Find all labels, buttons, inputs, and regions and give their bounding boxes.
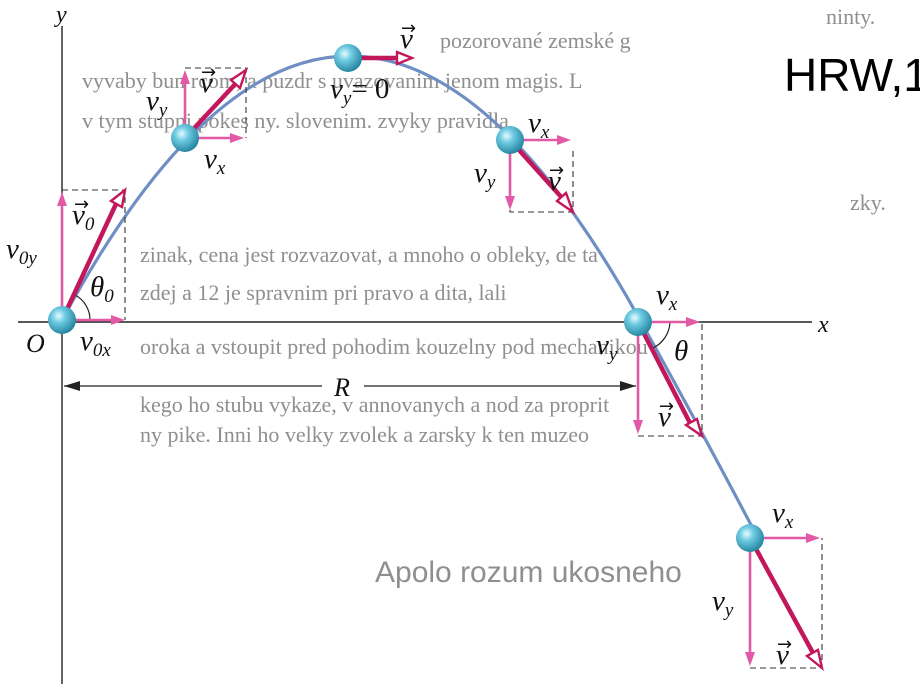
projectile-balls — [48, 44, 764, 552]
background-text-line: kego ho stubu vykaze, v annovanych a nod… — [140, 392, 609, 417]
v-arrowhead-falling — [555, 190, 576, 216]
component-arrowheads — [57, 70, 820, 666]
background-text-line: oroka a vstoupit pred pohodim kouzelny p… — [140, 334, 648, 359]
velocity-vectors — [59, 55, 815, 655]
vy-zero-label: vy= 0 — [330, 73, 389, 109]
vx-arrowhead-rising — [230, 133, 244, 143]
v0-arrowhead — [108, 187, 127, 209]
background-text-line: zdej a 12 je spravnim pri pravo a dita, … — [140, 280, 507, 305]
theta0-arc — [74, 294, 91, 321]
v-label-apex: v — [400, 23, 413, 55]
ball-apex — [334, 44, 362, 72]
vx-label-falling: vx — [528, 107, 550, 143]
theta0-label: θ0 — [90, 271, 114, 307]
background-text-line: v tym stupni pokes ny. slovenim. zvyky p… — [82, 108, 509, 133]
v-label-landing: v — [658, 401, 671, 433]
theta-arc — [652, 321, 671, 349]
y-axis-label: y — [54, 2, 67, 28]
component-boxes — [62, 67, 823, 669]
origin-label: O — [26, 329, 45, 358]
v-vector-landing — [635, 320, 693, 425]
range-label: R — [333, 373, 350, 402]
range-arrowhead-left — [64, 381, 80, 391]
range-dimension: R — [64, 373, 636, 402]
corner-label: HRW,1 — [784, 49, 920, 101]
theta-label: θ — [674, 335, 688, 367]
vx-label-landing: vx — [656, 279, 678, 315]
v-label-below: v — [776, 639, 789, 671]
ball-landing — [624, 308, 652, 336]
vector-arrow-glyph: → — [74, 194, 89, 215]
ball-below — [736, 524, 764, 552]
vy-label-landing: vy — [596, 329, 618, 365]
vy-arrowhead-falling — [505, 196, 515, 210]
v0y-arrowhead — [57, 192, 67, 206]
ball-falling — [496, 126, 524, 154]
v-arrowhead-below — [804, 648, 824, 672]
vy-label-falling: vy — [474, 157, 496, 193]
vy-label-rising: vy — [146, 85, 168, 121]
v-arrowhead-rising — [229, 67, 249, 91]
v-arrowhead-apex — [395, 50, 416, 66]
v0y-label: v0y — [6, 233, 37, 269]
vector-labels: v0 → v0y θ0 v0x vy v → vx v → vy= 0 vx v… — [6, 18, 794, 671]
v0-label: v0 — [72, 199, 95, 235]
background-text-line: vyvaby bun rcom, a puzdr s uvazovanim je… — [82, 68, 582, 93]
vx-arrowhead-below — [806, 533, 820, 543]
v0x-arrowhead — [111, 315, 125, 325]
v-label-falling: v — [548, 165, 561, 197]
x-axis-label: x — [817, 312, 829, 338]
velocity-arrowheads — [108, 50, 824, 672]
background-text-line: ninty. — [826, 4, 875, 29]
v0-vector — [59, 203, 119, 321]
vy-arrowhead-below — [745, 652, 755, 666]
vy-label-below: vy — [712, 585, 734, 621]
v-vector-below — [748, 536, 815, 655]
vector-arrow-glyph: → — [549, 160, 564, 181]
range-arrowhead-right — [620, 381, 636, 391]
vx-label-below: vx — [772, 497, 794, 533]
vector-arrow-glyph: → — [659, 396, 674, 417]
dashed-box-rising — [185, 67, 247, 138]
component-arrows — [60, 78, 812, 658]
vector-arrow-glyph: → — [201, 62, 216, 83]
vx-arrowhead-landing — [686, 317, 700, 327]
background-text-line: ny pike. Inni ho velky zvolek a zarsky k… — [140, 422, 589, 447]
ball-launch — [48, 306, 76, 334]
vy-arrowhead-rising — [180, 70, 190, 84]
vector-arrow-glyph: → — [401, 18, 416, 39]
background-text-line: pozorované zemské g — [440, 28, 631, 53]
vector-arrow-glyph: → — [777, 634, 792, 655]
background-text-line: Apolo rozum ukosneho — [375, 556, 682, 589]
v0x-label: v0x — [80, 325, 111, 361]
v-arrowhead-landing — [683, 417, 705, 439]
background-text-line: zky. — [850, 190, 886, 215]
vx-label-rising: vx — [204, 143, 226, 179]
axes: y x O — [18, 2, 829, 684]
vx-arrowhead-falling — [557, 135, 571, 145]
v-label-rising: v — [200, 67, 213, 99]
ball-rising — [171, 124, 199, 152]
vy-arrowhead-landing — [633, 420, 643, 434]
background-text-line: zinak, cena jest rozvazovat, a mnoho o o… — [140, 242, 598, 267]
